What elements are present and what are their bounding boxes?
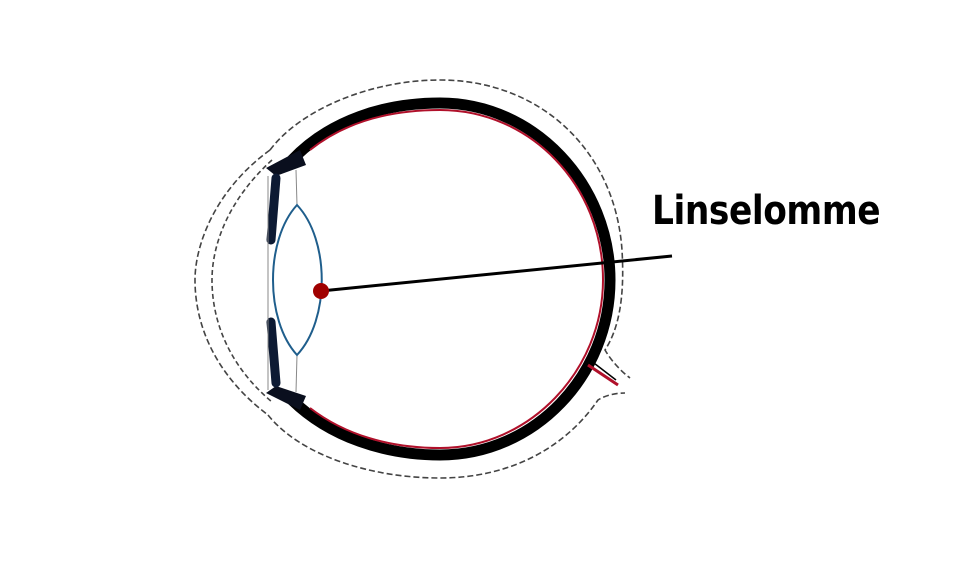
eyeball bbox=[288, 97, 616, 461]
leader-line bbox=[320, 254, 673, 293]
outer-sclera bbox=[194, 79, 631, 479]
iris bbox=[266, 173, 281, 388]
lens-capsule-label: Linselomme bbox=[652, 188, 881, 234]
zonules bbox=[267, 169, 298, 393]
optic-nerve bbox=[587, 359, 619, 387]
focal-point-marker bbox=[313, 283, 329, 299]
ciliary-body bbox=[266, 150, 306, 410]
lens bbox=[272, 203, 323, 357]
